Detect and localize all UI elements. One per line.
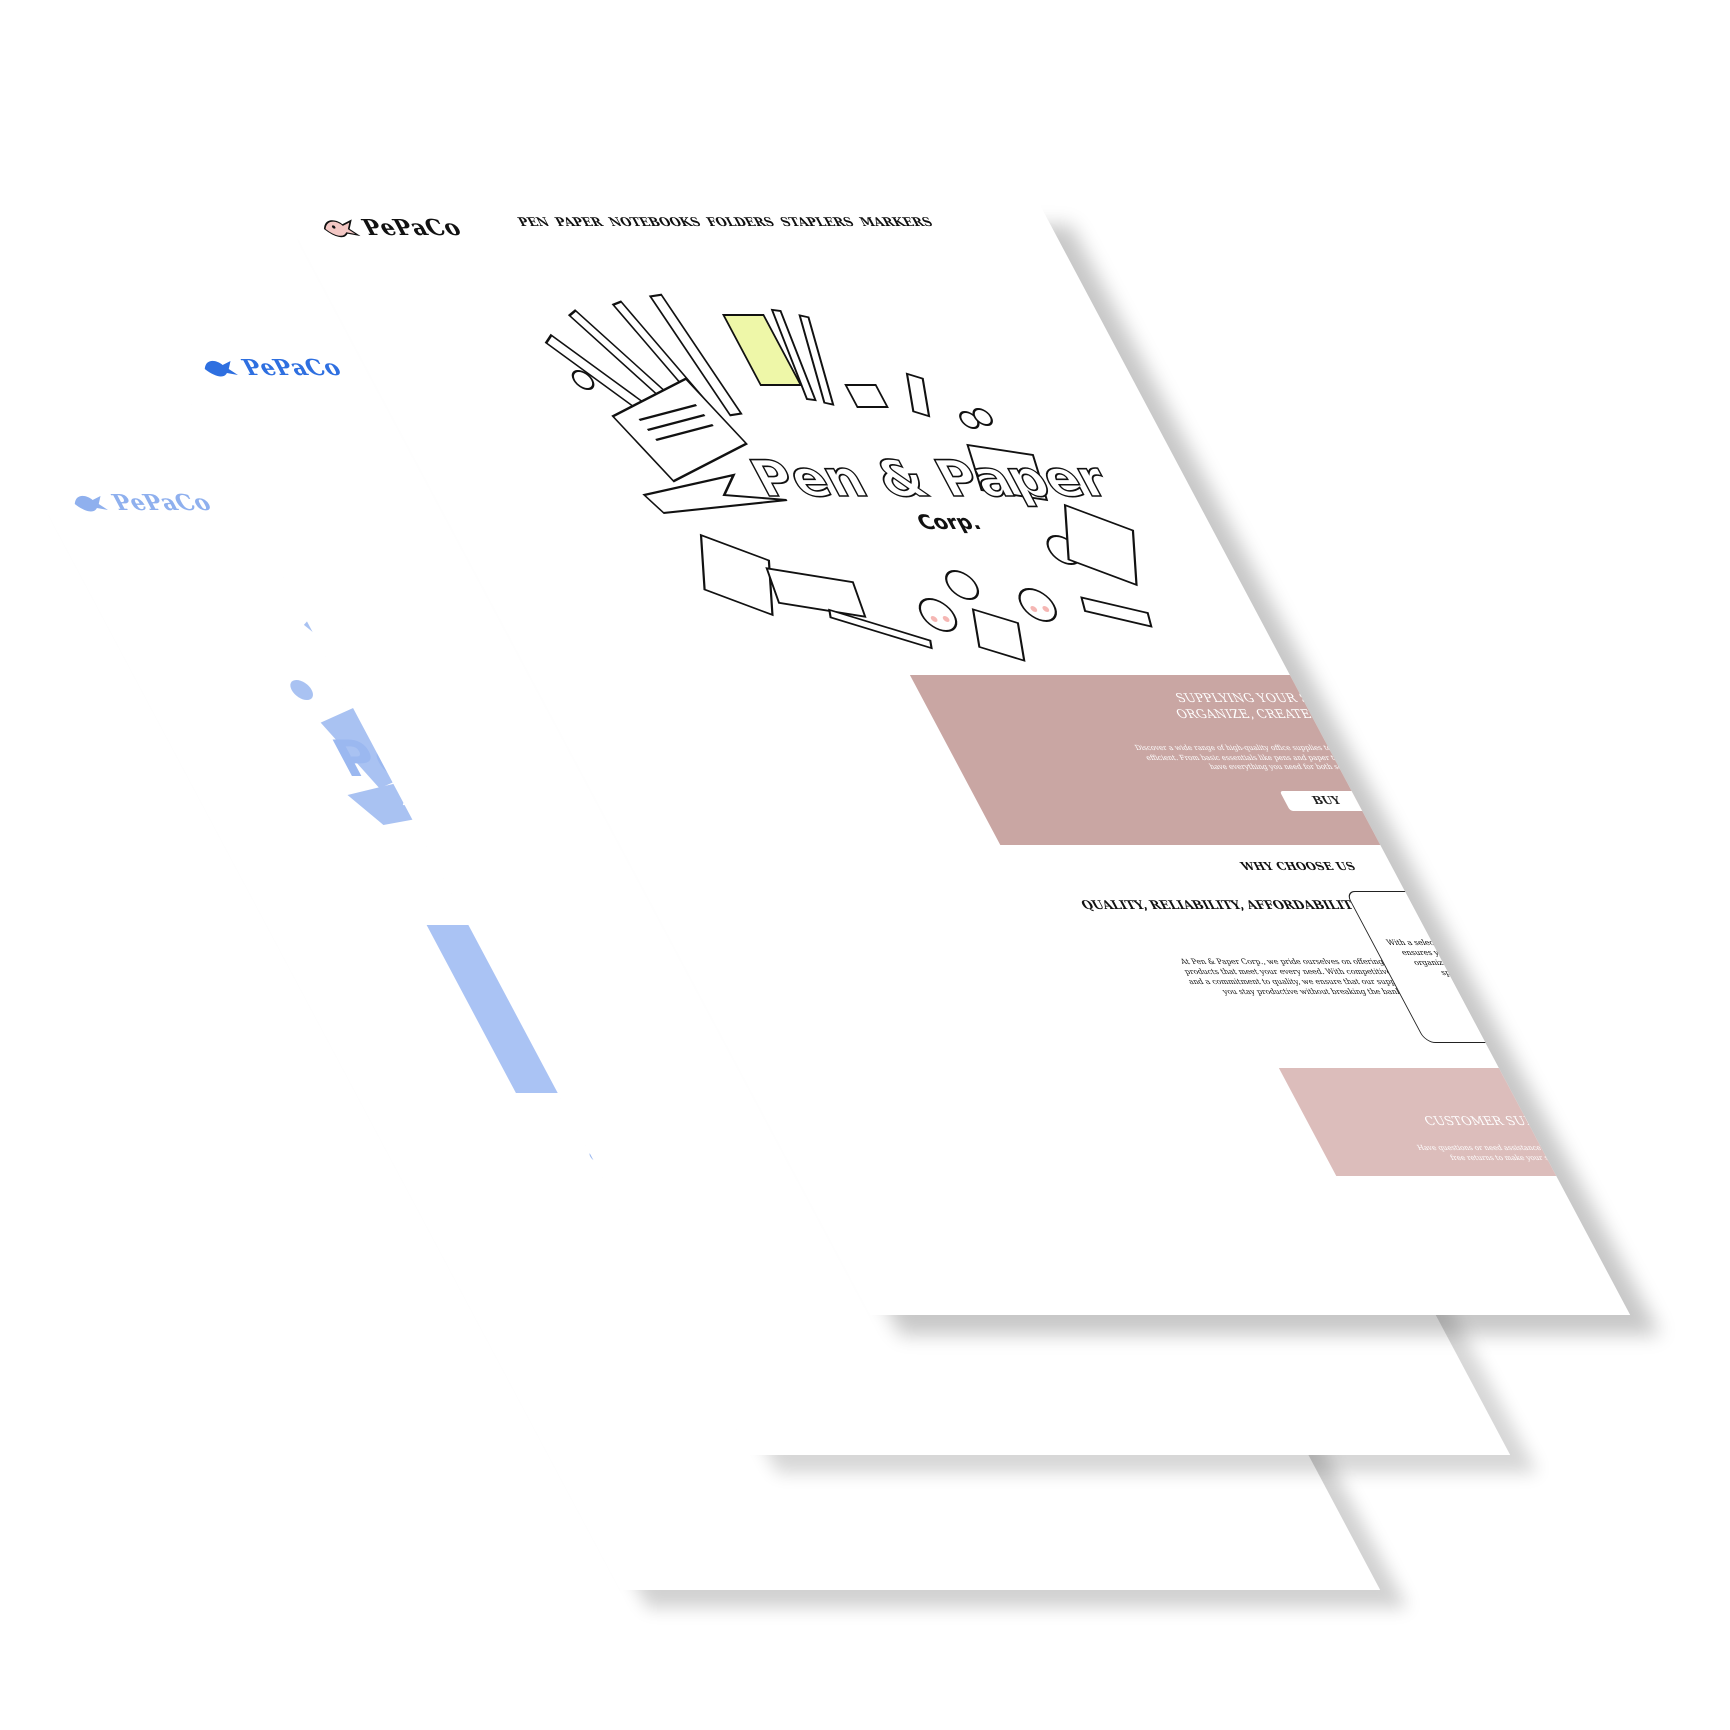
nav-item-staplers[interactable]: STAPLERS <box>777 215 857 229</box>
site-logo[interactable]: PePaCo <box>195 355 346 381</box>
tumblr-icon[interactable]: t <box>1601 1086 1630 1104</box>
why-choose-title: WHY CHOOSE US <box>1238 860 1359 873</box>
nav-item-markers[interactable]: MARKERS <box>857 215 936 229</box>
main-nav: PEN PAPER NOTEBOOKS FOLDERS STAPLERS MAR… <box>515 215 935 229</box>
vimeo-icon[interactable]: v <box>1623 1086 1631 1104</box>
nav-item-folders[interactable]: FOLDERS <box>703 215 777 229</box>
footer-text: Have questions or need assistance? Our c… <box>1415 1144 1631 1162</box>
footer-title: CUSTOMER SUPPORT, FAST DELIVERY, EASY RE… <box>1421 1114 1631 1128</box>
hero-illustration <box>544 293 1153 662</box>
buy-button[interactable]: BUY <box>1279 790 1374 811</box>
logo-text: PePaCo <box>107 490 217 516</box>
facebook-icon[interactable]: f <box>1579 1086 1608 1104</box>
hero-brand-title: Pen & Paper <box>739 449 1120 509</box>
hero-band: SUPPLYING YOUR SUCCESS. ORGANIZE, CREATE… <box>909 675 1631 845</box>
social-icons: vk ◎ f t v <box>1279 1068 1631 1104</box>
info-card: With a selection of 78,978 office suppli… <box>1344 891 1631 1043</box>
instagram-icon[interactable]: ◎ <box>1557 1086 1586 1104</box>
hero-description: Discover a wide range of high-quality of… <box>1133 744 1465 772</box>
site-logo[interactable]: PePaCo <box>315 215 466 241</box>
logo-text: PePaCo <box>357 215 467 241</box>
nav-item-paper[interactable]: PAPER <box>552 215 606 229</box>
hero-headline-2: ORGANIZE, CREATE, ACHIEVE. <box>1173 706 1388 721</box>
vk-icon[interactable]: vk <box>1535 1086 1564 1104</box>
card-text: With a selection of 78,978 office suppli… <box>1384 938 1622 978</box>
hero-headline-1: SUPPLYING YOUR SUCCESS. <box>1172 691 1372 705</box>
bird-logo-icon <box>204 360 238 377</box>
more-details-button[interactable]: more details <box>1506 1006 1625 1024</box>
site-header: PePaCo PEN PAPER NOTEBOOKS FOLDERS STAPL… <box>65 490 685 516</box>
page-layer-front: PePaCo PEN PAPER NOTEBOOKS FOLDERS STAPL… <box>280 205 1631 1315</box>
quality-title: QUALITY, RELIABILITY, AFFORDABILITY <box>1078 898 1365 912</box>
logo-text: PePaCo <box>237 355 347 381</box>
nav-item-notebooks[interactable]: NOTEBOOKS <box>606 215 704 229</box>
site-footer: vk ◎ f t v CUSTOMER SUPPORT, FAST DELIVE… <box>1278 1068 1631 1176</box>
hero-brand-subtitle: Corp. <box>912 510 986 534</box>
site-header: PePaCo PEN PAPER NOTEBOOKS FOLDERS STAPL… <box>195 355 815 381</box>
site-logo[interactable]: PePaCo <box>65 490 216 516</box>
nav-item-pen[interactable]: PEN <box>515 215 552 229</box>
site-header: PePaCo PEN PAPER NOTEBOOKS FOLDERS STAPL… <box>315 215 935 241</box>
bird-logo-icon <box>74 495 108 512</box>
bird-logo-icon <box>323 219 361 238</box>
